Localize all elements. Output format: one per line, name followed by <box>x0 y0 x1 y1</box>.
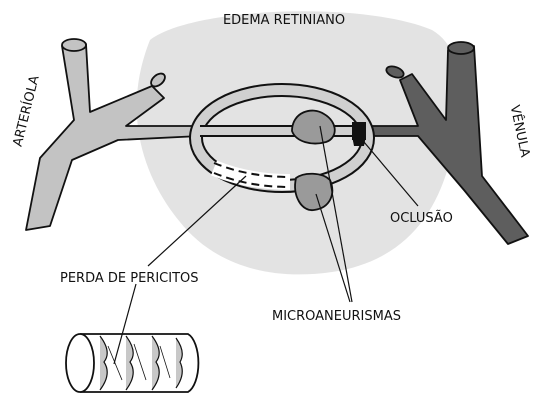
capillary-cross-section-icon <box>66 334 198 392</box>
microaneurysm-lower <box>295 174 332 210</box>
microaneurysms-label: MICROANEURISMAS <box>272 309 401 324</box>
edema-region <box>137 11 462 274</box>
edema-label: EDEMA RETINIANO <box>223 13 345 28</box>
pericyte-loss-label: PERDA DE PERICITOS <box>60 271 199 286</box>
occlusion-label: OCLUSÃO <box>390 210 453 226</box>
arteriole-label: ARTERÍOLA <box>10 74 43 148</box>
venule-label: VÊNULA <box>507 104 534 159</box>
